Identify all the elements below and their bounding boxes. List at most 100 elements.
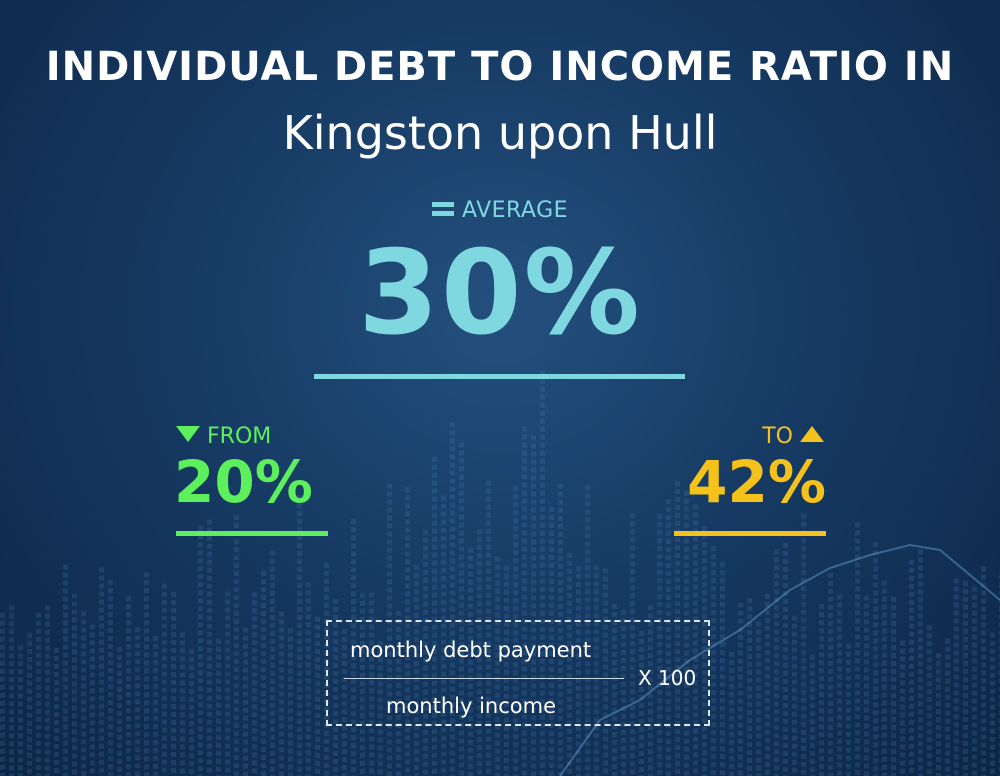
background-dot [108, 748, 113, 754]
background-dot [801, 737, 806, 743]
background-dot [270, 590, 275, 596]
background-dot [270, 638, 275, 644]
background-dot [918, 645, 923, 651]
background-dot [36, 772, 41, 776]
background-dot [450, 582, 455, 588]
background-dot [63, 692, 68, 698]
background-dot [612, 652, 617, 658]
background-dot [405, 631, 410, 637]
background-dot [720, 618, 725, 624]
background-dot [495, 732, 500, 738]
background-dot [549, 626, 554, 632]
background-dot [477, 753, 482, 759]
background-dot [144, 724, 149, 730]
background-dot [90, 632, 95, 638]
background-dot [495, 740, 500, 746]
background-dot [792, 735, 797, 741]
background-dot [432, 632, 437, 638]
background-dot [765, 657, 770, 663]
background-dot [351, 759, 356, 765]
background-dot [738, 626, 743, 632]
background-dot [846, 747, 851, 753]
background-dot [720, 578, 725, 584]
background-dot [873, 694, 878, 700]
background-dot [162, 711, 167, 717]
background-dot [945, 742, 950, 748]
background-dot [351, 703, 356, 709]
background-dot [18, 733, 23, 739]
background-dot [63, 652, 68, 658]
background-dot [828, 676, 833, 682]
background-dot [522, 458, 527, 464]
background-dot [594, 765, 599, 771]
background-dot [261, 755, 266, 761]
background-dot [504, 597, 509, 603]
background-dot [612, 684, 617, 690]
background-dot [900, 656, 905, 662]
background-dot [864, 755, 869, 761]
background-dot [495, 580, 500, 586]
background-dot [945, 694, 950, 700]
background-dot [153, 691, 158, 697]
background-dot [45, 653, 50, 659]
background-dot [216, 774, 221, 776]
background-dot [261, 675, 266, 681]
background-dot [441, 703, 446, 709]
background-dot [963, 604, 968, 610]
background-dot [117, 670, 122, 676]
background-dot [972, 722, 977, 728]
background-dot [873, 662, 878, 668]
background-dot [711, 602, 716, 608]
background-dot [765, 665, 770, 671]
background-dot [207, 639, 212, 645]
background-dot [81, 707, 86, 713]
background-dot [612, 764, 617, 770]
background-dot [63, 764, 68, 770]
background-dot [792, 631, 797, 637]
background-dot [297, 550, 302, 556]
background-dot [801, 641, 806, 647]
background-dot [432, 480, 437, 486]
background-dot [927, 649, 932, 655]
background-dot [774, 573, 779, 579]
background-dot [666, 770, 671, 776]
background-dot [981, 598, 986, 604]
average-label-text: AVERAGE [461, 198, 569, 223]
background-dot [0, 684, 5, 690]
background-dot [567, 744, 572, 750]
background-dot [567, 600, 572, 606]
background-dot [522, 634, 527, 640]
background-dot [666, 578, 671, 584]
background-dot [693, 664, 698, 670]
background-dot [117, 758, 122, 764]
background-dot [657, 585, 662, 591]
background-dot [891, 740, 896, 746]
background-dot [765, 641, 770, 647]
background-dot [243, 659, 248, 665]
background-dot [9, 757, 14, 763]
background-dot [819, 676, 824, 682]
background-dot [288, 636, 293, 642]
background-dot [36, 636, 41, 642]
background-dot [819, 620, 824, 626]
background-dot [918, 685, 923, 691]
background-dot [378, 641, 383, 647]
background-dot [99, 623, 104, 629]
background-dot [405, 591, 410, 597]
background-dot [855, 634, 860, 640]
background-dot [513, 726, 518, 732]
background-dot [414, 645, 419, 651]
background-dot [909, 695, 914, 701]
background-dot [477, 561, 482, 567]
background-dot [873, 654, 878, 660]
background-dot [108, 628, 113, 634]
background-dot [270, 606, 275, 612]
background-dot [774, 757, 779, 763]
background-dot [126, 748, 131, 754]
background-dot [621, 609, 626, 615]
background-dot [459, 682, 464, 688]
background-dot [441, 727, 446, 733]
background-dot [567, 728, 572, 734]
background-dot [9, 709, 14, 715]
background-dot [738, 602, 743, 608]
